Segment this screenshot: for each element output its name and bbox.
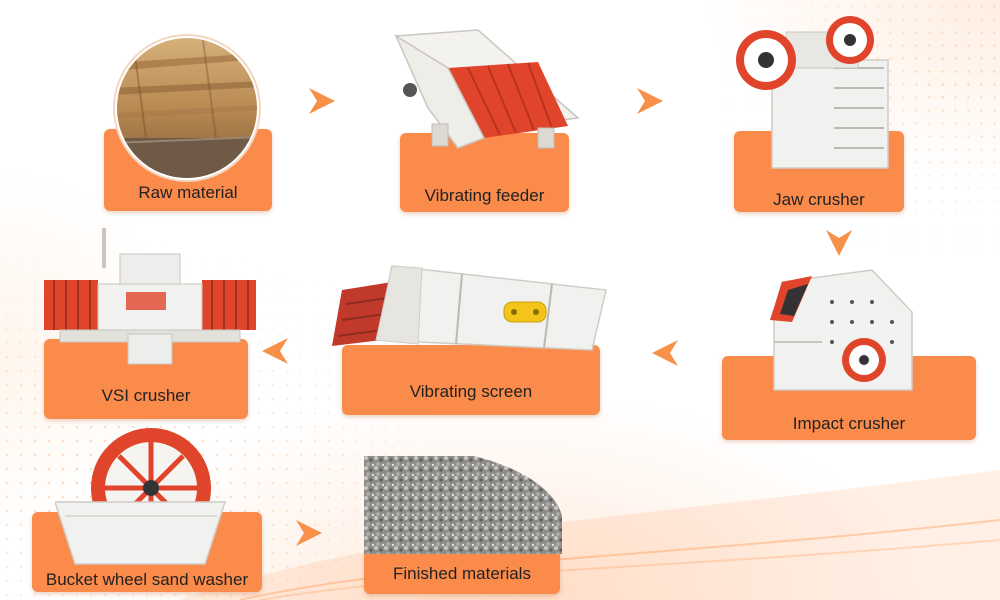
impact-crusher-machine [770,269,913,391]
step-label: VSI crusher [101,386,191,405]
step-label: Impact crusher [792,414,906,433]
step-card [364,550,560,594]
finished-materials-image [364,456,562,554]
bucket-wheel-sand-washer-machine [55,428,227,565]
step-label: Finished materials [393,564,531,583]
arrow-right-icon [309,88,335,114]
step-label: Vibrating feeder [424,186,545,205]
vibrating-feeder-machine [394,29,580,149]
step-card [342,345,600,415]
vsi-crusher-machine [44,228,256,365]
jaw-crusher-machine [736,16,889,169]
step-label: Raw material [138,183,238,202]
step-label: Bucket wheel sand washer [45,570,249,589]
arrow-right-icon [637,88,663,114]
arrow-right-icon [296,520,322,546]
step-label: Vibrating screen [409,382,533,401]
arrow-down-icon [826,230,852,256]
arrow-left-icon [262,338,288,364]
arrow-left-icon [652,340,678,366]
step-label: Jaw crusher [773,190,865,209]
raw-material-image [113,34,261,182]
vibrating-screen-machine [332,265,607,351]
